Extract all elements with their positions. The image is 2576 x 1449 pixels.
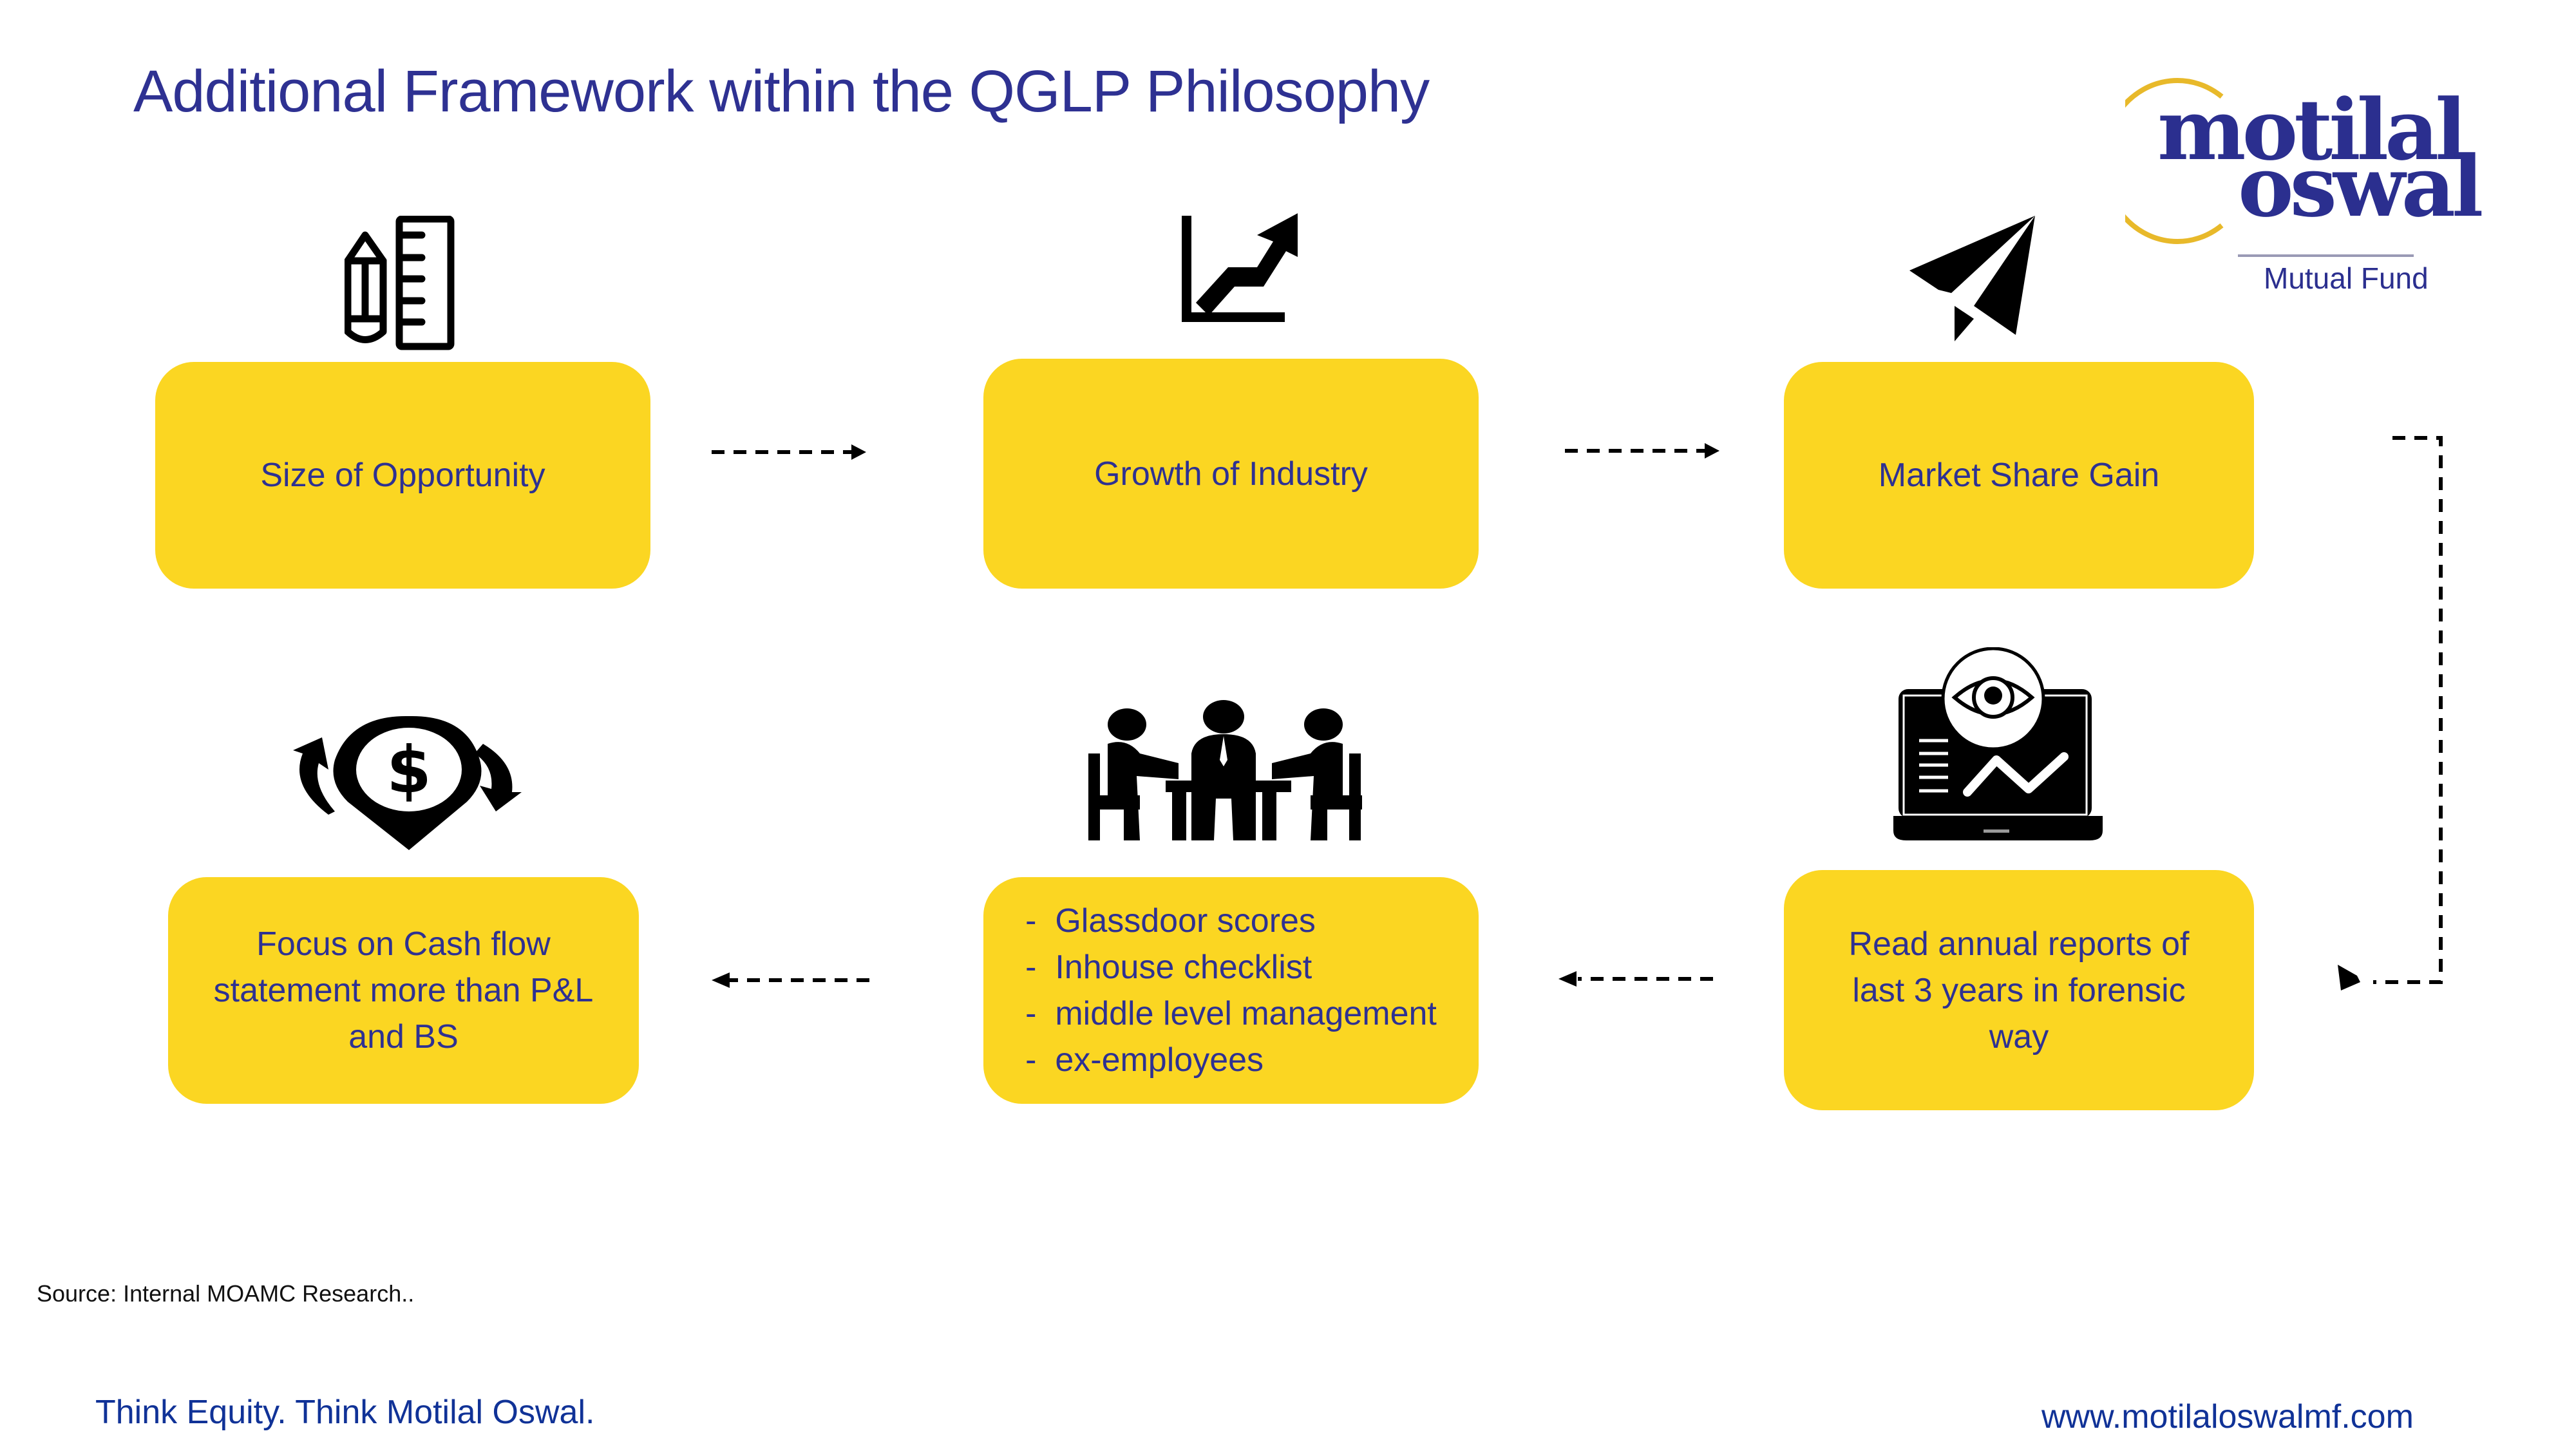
page-title: Additional Framework within the QGLP Phi… [133, 59, 1430, 124]
footer-tagline: Think Equity. Think Motilal Oswal. [95, 1394, 595, 1431]
laptop-eye-analytics-icon [1893, 647, 2103, 840]
logo-subtitle: Mutual Fund [2264, 261, 2429, 295]
arrowhead-right [1705, 443, 1719, 459]
step-box-size-of-opportunity: Size of Opportunity [155, 362, 650, 589]
source-note: Source: Internal MOAMC Research.. [37, 1280, 415, 1307]
logo-word-motilal: motilal [2157, 80, 2467, 179]
connector-3-4 [2373, 436, 2443, 984]
arrowhead-left [712, 972, 730, 988]
check-list: Glassdoor scores Inhouse checklist middl… [1025, 898, 1437, 1083]
meeting-people-icon [1088, 700, 1362, 840]
arrowhead-left [2338, 965, 2360, 990]
paper-plane-icon [1909, 216, 2035, 341]
step-box-management-checks: Glassdoor scores Inhouse checklist middl… [983, 877, 1479, 1104]
step-box-cash-flow-focus: Focus on Cash flow statement more than P… [168, 877, 639, 1104]
logo-word-oswal: oswal [2238, 137, 2483, 236]
step-label: Read annual reports of last 3 years in f… [1848, 925, 2190, 1056]
arrowhead-left [1558, 971, 1577, 987]
step-box-read-annual-reports: Read annual reports of last 3 years in f… [1784, 870, 2254, 1110]
check-list-item: ex-employees [1025, 1037, 1437, 1083]
step-label: Size of Opportunity [260, 457, 545, 494]
logo-divider [2238, 254, 2414, 257]
growth-chart-icon [1182, 213, 1298, 322]
arrowhead-right [851, 444, 866, 460]
motilal-oswal-logo: motilal oswal Mutual Fund [2125, 74, 2537, 295]
step-box-growth-of-industry: Growth of Industry [983, 359, 1479, 589]
step-label: Market Share Gain [1878, 457, 2160, 494]
footer-website-link[interactable]: www.motilaloswalmf.com [2041, 1398, 2414, 1435]
logo-ring-icon [2125, 78, 2224, 244]
check-list-item: Inhouse checklist [1025, 944, 1437, 990]
pencil-ruler-icon [345, 216, 455, 350]
step-box-market-share-gain: Market Share Gain [1784, 362, 2254, 589]
step-label: Focus on Cash flow statement more than P… [213, 925, 594, 1056]
svg-text:$: $ [386, 732, 431, 808]
check-list-item: Glassdoor scores [1025, 898, 1437, 944]
check-list-item: middle level management [1025, 990, 1437, 1037]
step-label: Growth of Industry [1094, 455, 1368, 493]
cash-flow-dollar-icon: $ [293, 715, 522, 850]
